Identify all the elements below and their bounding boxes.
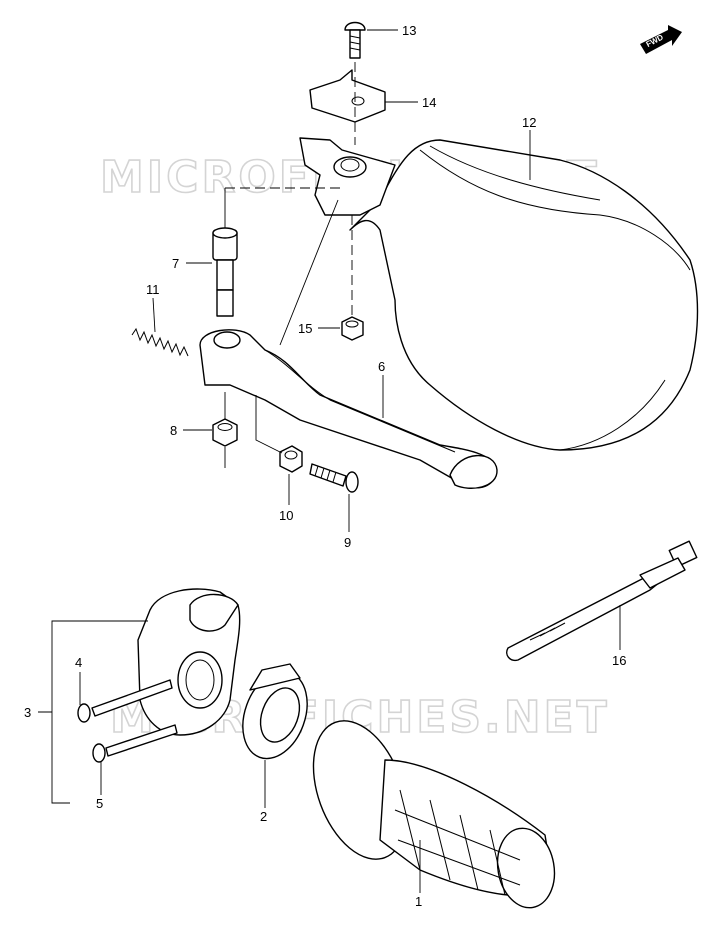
callout-4: 4 [75, 655, 82, 670]
callout-2: 2 [260, 809, 267, 824]
leader-11 [152, 297, 156, 333]
screw-13 [344, 21, 366, 59]
callout-9: 9 [344, 535, 351, 550]
callout-15: 15 [298, 321, 312, 336]
pivot-bolt [212, 227, 238, 317]
lever-bracket [299, 137, 396, 216]
brake-lever [199, 329, 498, 489]
callout-13: 13 [402, 23, 416, 38]
clamp-bracket [309, 69, 386, 123]
callout-10: 10 [279, 508, 293, 523]
callout-6: 6 [378, 359, 385, 374]
callout-12: 12 [522, 115, 536, 130]
screw-4 [77, 679, 173, 723]
callout-5: 5 [96, 796, 103, 811]
fwd-arrow-icon: FWD [640, 25, 682, 54]
callout-16: 16 [612, 653, 626, 668]
screw-5 [92, 724, 178, 763]
switch-housing [137, 588, 241, 736]
nut-8 [212, 418, 238, 447]
callout-8: 8 [170, 423, 177, 438]
callout-14: 14 [422, 95, 436, 110]
cable-tie [506, 540, 698, 662]
handle-grip [312, 720, 556, 909]
retainer-ring [242, 663, 308, 760]
callout-7: 7 [172, 256, 179, 271]
leader-3-bracket [38, 620, 148, 804]
hand-guard [349, 139, 699, 451]
bolt-9 [309, 463, 359, 493]
nut-10 [279, 445, 303, 473]
nut-15 [341, 316, 364, 341]
callout-1: 1 [415, 894, 422, 909]
assembly-line-lever [279, 199, 339, 346]
callout-11: 11 [146, 282, 160, 297]
callout-3: 3 [24, 705, 31, 720]
assembly-line-10 [255, 395, 283, 454]
spring [131, 327, 189, 357]
